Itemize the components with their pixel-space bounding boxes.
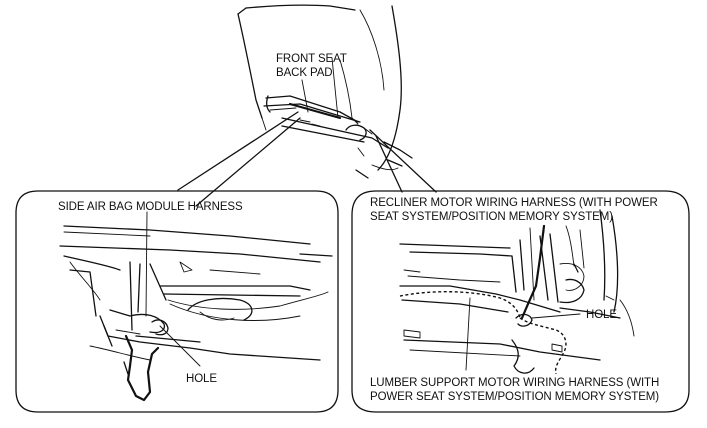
- lumber-support-harness-line-1: LUMBER SUPPORT MOTOR WIRING HARNESS (WIT…: [370, 377, 660, 389]
- front-seat-back-pad-line-1: FRONT SEAT: [276, 53, 347, 65]
- lumber-support-harness-label: LUMBER SUPPORT MOTOR WIRING HARNESS (WIT…: [370, 376, 659, 404]
- recliner-motor-harness-label: RECLINER MOTOR WIRING HARNESS (WITH POWE…: [370, 196, 658, 224]
- front-seat-back-pad-label: FRONT SEAT BACK PAD: [276, 52, 347, 80]
- hole-right-label: HOLE: [586, 309, 617, 321]
- lumber-support-harness-line-2: POWER SEAT SYSTEM/POSITION MEMORY SYSTEM…: [370, 391, 659, 403]
- recliner-motor-harness-line-1: RECLINER MOTOR WIRING HARNESS (WITH POWE…: [370, 197, 658, 209]
- left-detail-panel: [15, 190, 339, 413]
- recliner-motor-harness-line-2: SEAT SYSTEM/POSITION MEMORY SYSTEM): [370, 211, 613, 223]
- back-pad-leader: [301, 79, 309, 113]
- zoom-connectors: [177, 111, 437, 207]
- seat-overview: [237, 4, 413, 179]
- side-air-bag-module-harness-label: SIDE AIR BAG MODULE HARNESS: [58, 201, 243, 213]
- right-detail-panel: [351, 190, 690, 413]
- front-seat-back-pad-line-2: BACK PAD: [276, 67, 333, 79]
- hole-left-label: HOLE: [186, 373, 217, 385]
